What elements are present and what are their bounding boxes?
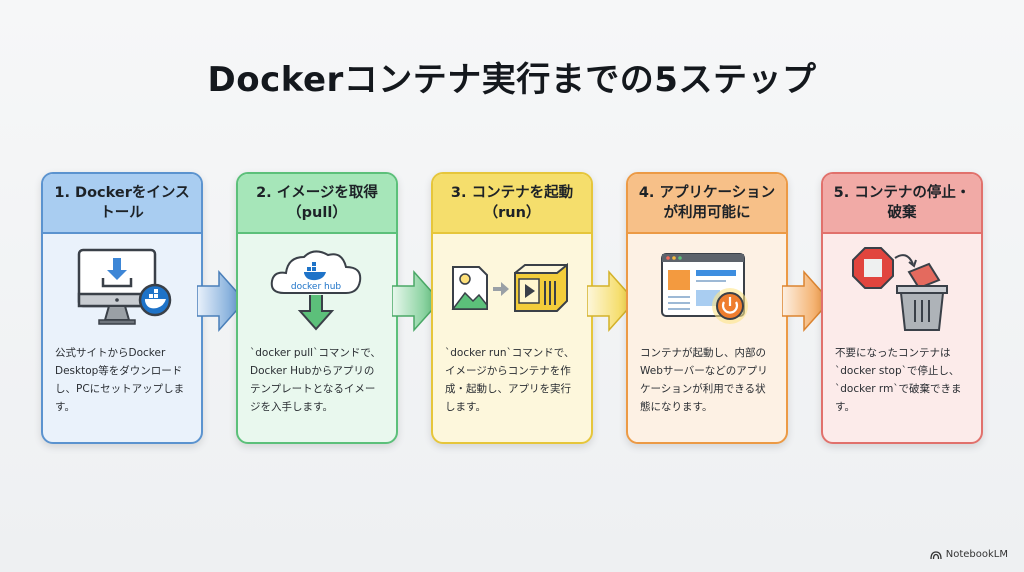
arrow-right-icon: [587, 270, 637, 332]
docker-hub-cloud-icon: docker hub: [238, 234, 396, 344]
brand-label: NotebookLM: [945, 549, 1008, 560]
brand-watermark: NotebookLM: [930, 549, 1008, 560]
step-heading: 2. イメージを取得（pull）: [238, 174, 396, 234]
step-description: `docker pull`コマンドで、Docker Hubからアプリのテンプレー…: [250, 347, 381, 414]
stop-trash-icon: [823, 234, 981, 344]
step-heading: 5. コンテナの停止・破棄: [823, 174, 981, 234]
notebooklm-logo-icon: [930, 550, 942, 559]
arrow-right-icon: [392, 270, 442, 332]
step-card-5: 5. コンテナの停止・破棄 不要になったコンテナは`docker stop`で停…: [821, 172, 983, 444]
step-heading: 4. アプリケーションが利用可能に: [628, 174, 786, 234]
page-title: Dockerコンテナ実行までの5ステップ: [207, 60, 817, 100]
image-to-container-icon: [433, 234, 591, 344]
step-description: `docker run`コマンドで、イメージからコンテナを作成・起動し、アプリを…: [445, 347, 575, 414]
step-heading: 1. Dockerをインストール: [43, 174, 201, 234]
browser-power-icon: [628, 234, 786, 344]
docker-hub-label: docker hub: [291, 282, 342, 292]
step-heading: 3. コンテナを起動（run）: [433, 174, 591, 234]
monitor-download-docker-icon: [43, 234, 201, 344]
step-description: 不要になったコンテナは`docker stop`で停止し、`docker rm`…: [835, 347, 962, 414]
step-description: コンテナが起動し、内部のWebサーバーなどのアプリケーションが利用できる状態にな…: [640, 347, 768, 414]
step-card-2: 2. イメージを取得（pull） docker hub `docker pull…: [236, 172, 398, 444]
step-card-1: 1. Dockerをインストール 公式サイトからDocker Desktop等を…: [41, 172, 203, 444]
step-card-4: 4. アプリケーションが利用可能に コンテナが起動し、内部のWebサーバーなどの…: [626, 172, 788, 444]
step-card-3: 3. コンテナを起動（run） `docker run`コマンドで、イメージから…: [431, 172, 593, 444]
arrow-right-icon: [782, 270, 832, 332]
arrow-right-icon: [197, 270, 247, 332]
step-description: 公式サイトからDocker Desktop等をダウンロードし、PCにセットアップ…: [55, 347, 185, 414]
